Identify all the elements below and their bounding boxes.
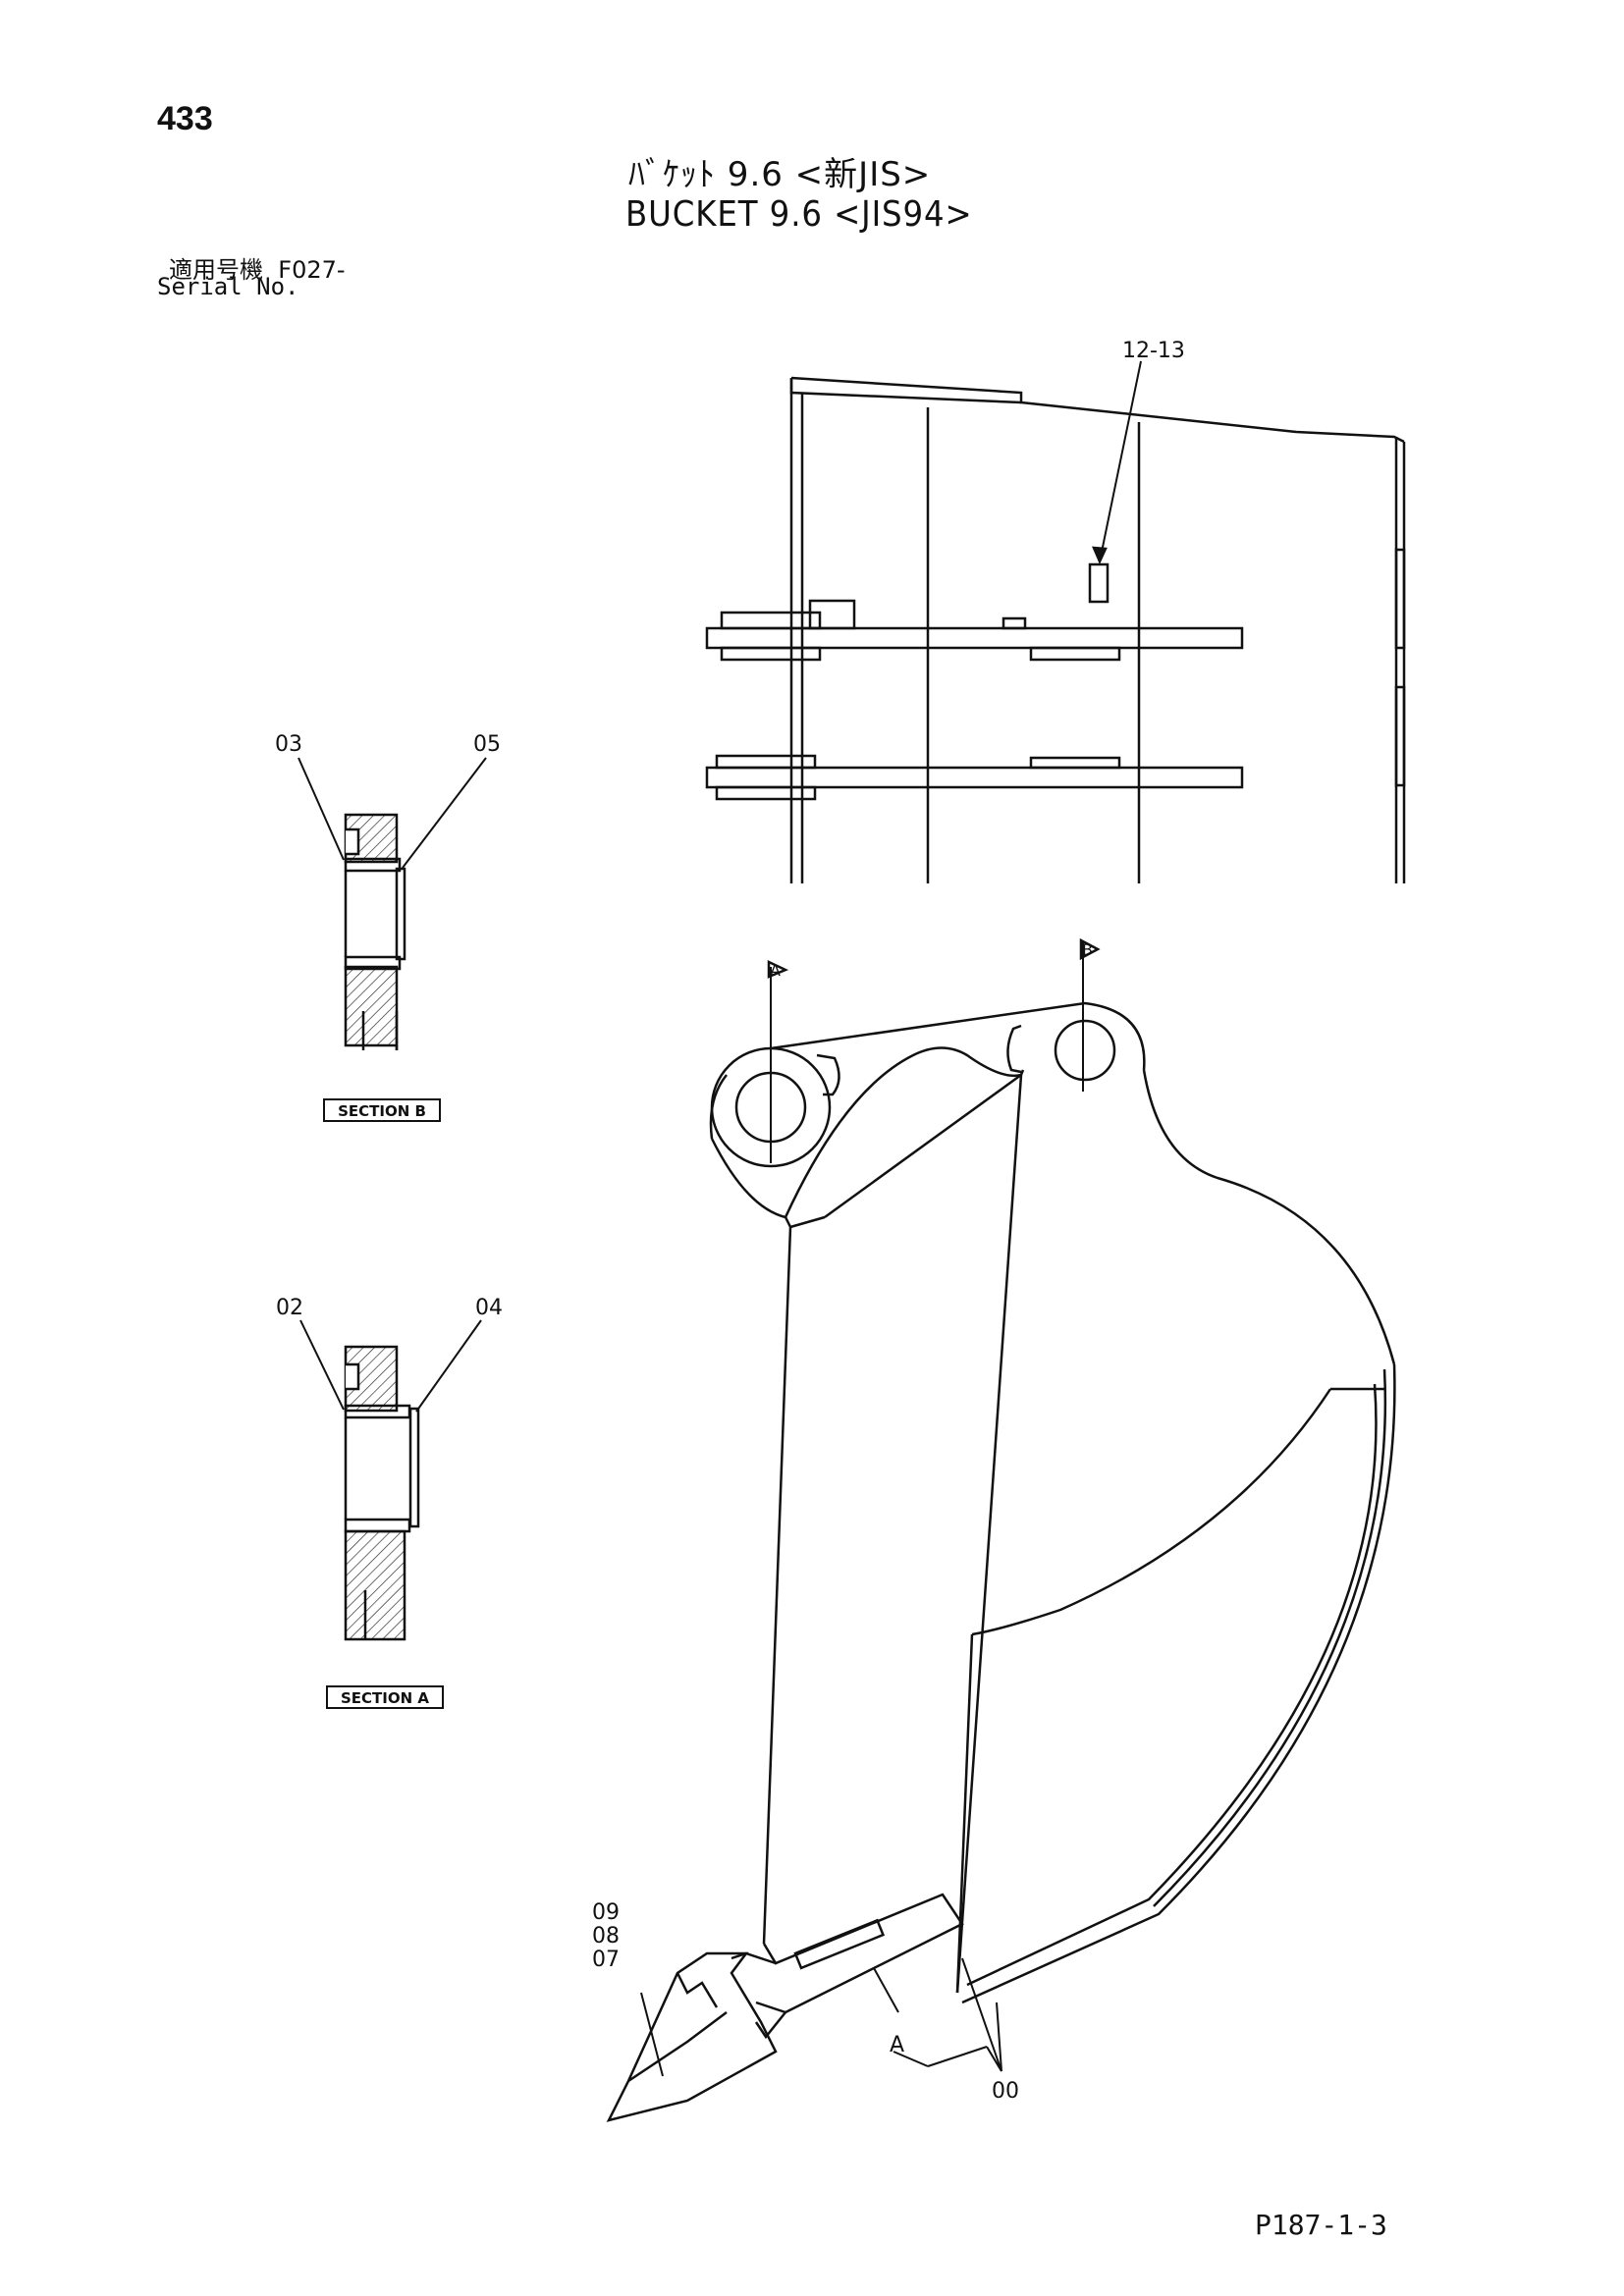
section-marker-b: B [1082,940,1093,959]
bucket-top-view [705,360,1406,883]
bucket-side-view [606,937,1396,2122]
callout-02: 02 [276,1296,303,1320]
title-japanese: ﾊﾞｹｯﾄ 9.6 <新JIS> [628,155,932,194]
page-number: 433 [157,100,213,137]
section-a-detail [299,1319,482,1709]
section-b-detail [298,757,487,1122]
applicable-model-label: 適用号機 [169,256,263,284]
section-marker-a: A [770,961,781,980]
callout-05: 05 [473,732,501,757]
callout-12-13: 12-13 [1122,339,1185,363]
section-b-label: SECTION B [338,1102,426,1120]
callout-04: 04 [475,1296,503,1320]
section-a-label: SECTION A [341,1689,429,1707]
callout-03: 03 [275,732,302,757]
applicable-model: 適用号機 F027- [169,250,346,285]
serial-label: Serial No. [157,273,299,300]
page-reference: P187-1-3 [1255,2209,1387,2241]
applicable-model-value: F027- [278,256,346,284]
callout-00: 00 [992,2079,1019,2104]
callout-a: A [890,2033,904,2057]
callout-07: 07 [592,1948,620,1972]
callout-08: 08 [592,1924,620,1949]
title-english: BUCKET 9.6 <JIS94> [625,194,973,235]
callout-09: 09 [592,1900,620,1925]
